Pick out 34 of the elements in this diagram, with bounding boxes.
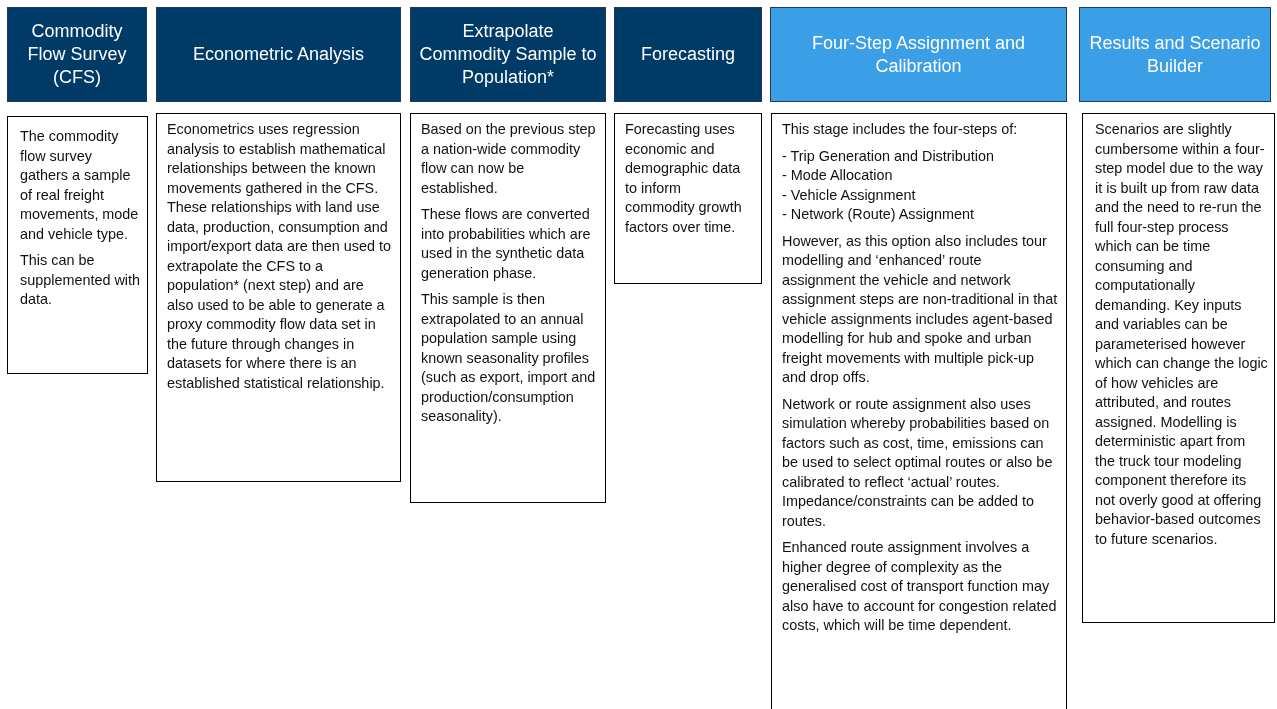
stage-header	[1079, 7, 1271, 102]
paragraph: Forecasting uses economic and demographic data to inform commodity growth factors over time.	[625, 120, 743, 237]
stage-title: Forecasting	[640, 43, 735, 66]
stage-header	[156, 7, 401, 102]
paragraph: This sample is then extrapolated to an annual population sample using known seasonality profiles (such as export, import and production/consumption seasonality).	[421, 290, 597, 426]
stage-header	[410, 7, 606, 102]
stage-title: Four-Step Assignment and Calibration	[810, 31, 1027, 78]
stage-title: Commodity Flow Survey (CFS)	[26, 20, 128, 89]
description-box	[771, 113, 1067, 709]
list-item: - Trip Generation and Distribution	[782, 146, 995, 166]
description-box	[1082, 113, 1275, 623]
description-box	[410, 113, 606, 503]
stage-header	[7, 7, 147, 102]
paragraph: Econometrics uses regression analysis to establish mathematical relationships between the known movements gathered in the CFS. These relationships with land use data, production, consumption and import/export data are then used to extrapolate the CFS to a population* (next step) and are also used to be able to generate a proxy commodity flow data set in the future through changes in datasets for where there is an established statistical relationship.	[167, 120, 392, 393]
paragraph: Network or route assignment also uses simulation whereby probabilities based on factors such as cost, time, emissions can be used to select optimal routes or also be calibrated to reflect ‘actual’ routes. Impedance/constraints can be added to routes.	[782, 394, 1054, 531]
stage-title: Results and Scenario Builder	[1088, 31, 1262, 78]
description-box	[7, 116, 148, 374]
paragraph: Enhanced route assignment involves a higher degree of complexity as the generalised cost of transport function may also have to account for congestion related costs, which will be time dependent.	[782, 538, 1058, 635]
stage-header	[614, 7, 762, 102]
paragraph: This stage includes the four-steps of:	[782, 120, 1019, 139]
stage-title: Extrapolate Commodity Sample to Population*	[418, 20, 598, 89]
description-box	[614, 113, 762, 284]
paragraph: However, as this option also includes tour modelling and ‘enhanced’ route assignment the vehicle and network assignment steps are non-traditional in that vehicle assignments includes agent-based modelling for hub and spoke and urban freight movements with multiple pick-up and drop offs.	[782, 231, 1058, 387]
list-item: - Network (Route) Assignment	[782, 205, 975, 224]
list-item: - Mode Allocation	[782, 166, 894, 185]
paragraph: These flows are converted into probabilities which are used in the synthetic data generation phase.	[421, 205, 592, 283]
paragraph: The commodity flow survey gathers a sample of real freight movements, mode and vehicle type.	[20, 127, 140, 244]
paragraph: Scenarios are slightly cumbersome within a four-step model due to the way it is built up from raw data and the need to re-run the full four-step process which can be time consuming and computationally demanding. Key inputs and variables can be parameterised however which can change the logic of how vehicles are attributed, and routes assigned. Modelling is deterministic apart from the truck tour modeling component therefore its not overly good at offering behavior-based outcomes to future scenarios.	[1095, 120, 1268, 549]
paragraph: Based on the previous step a nation-wide commodity flow can now be established.	[421, 120, 597, 198]
paragraph: This can be supplemented with data.	[20, 251, 141, 309]
description-box	[156, 113, 401, 482]
list-item: - Vehicle Assignment	[782, 185, 917, 205]
stage-header	[770, 7, 1067, 102]
stage-title: Econometric Analysis	[192, 43, 365, 66]
